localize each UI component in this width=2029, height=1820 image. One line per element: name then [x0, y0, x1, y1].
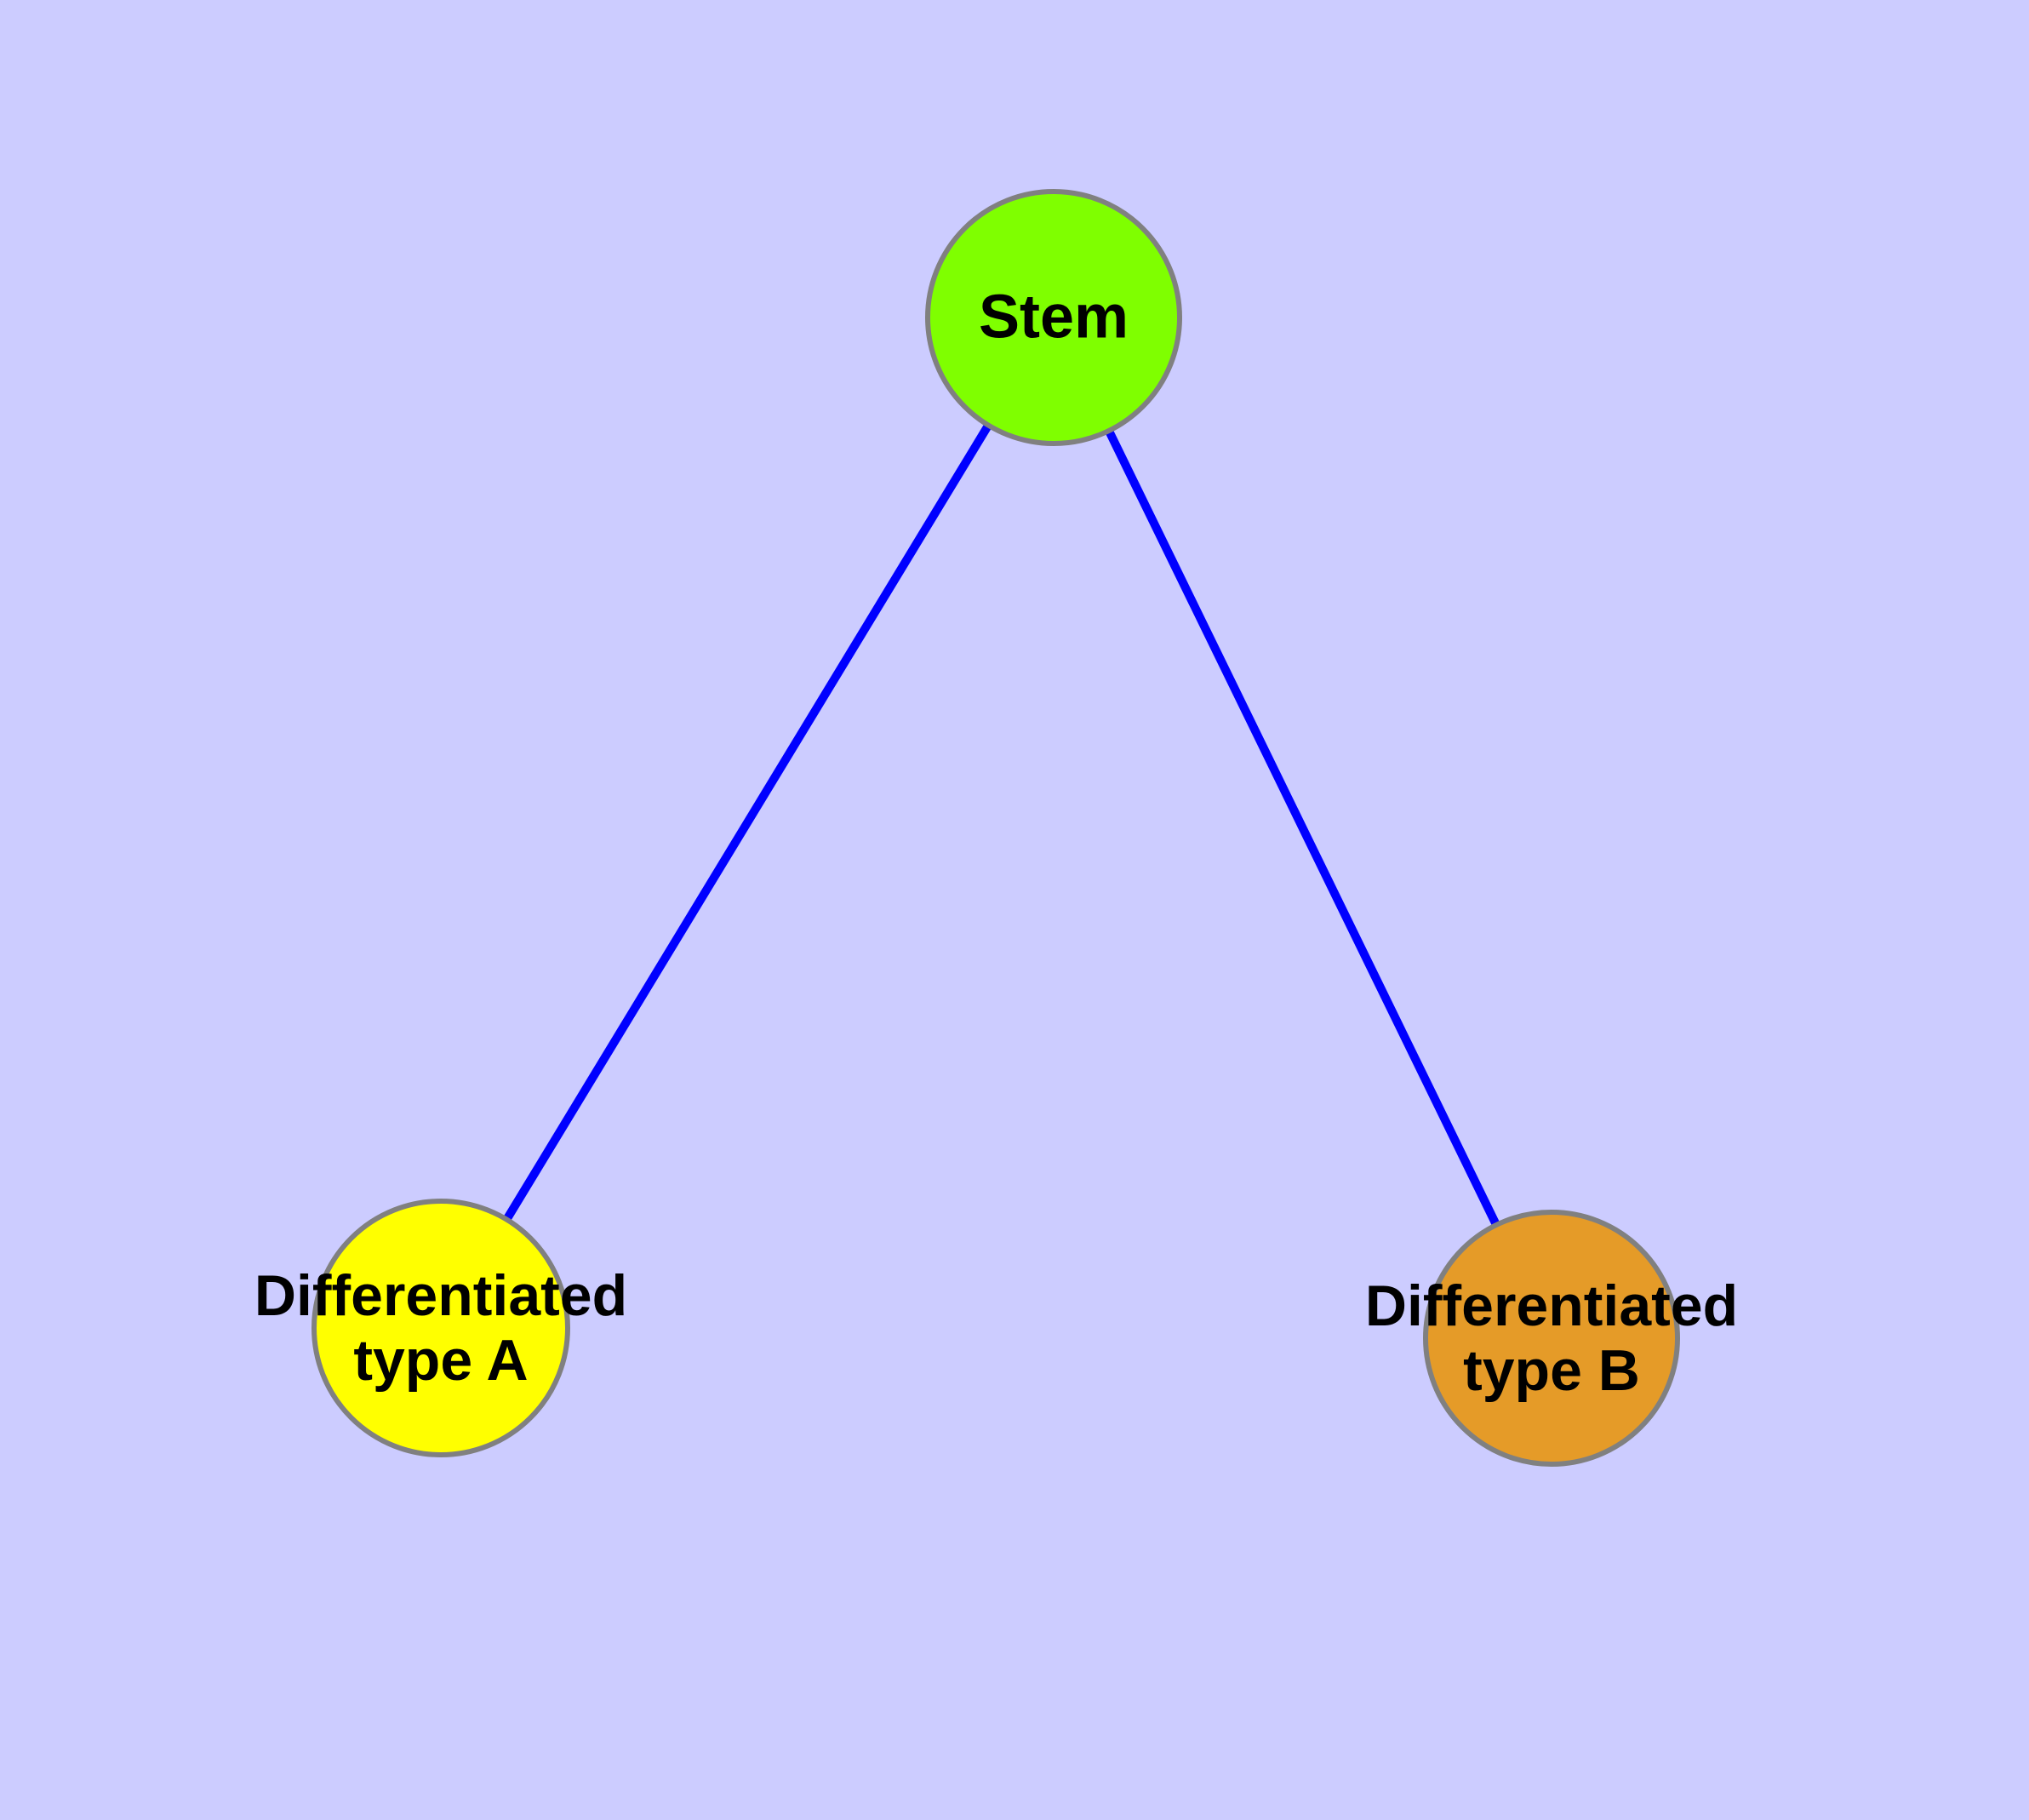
node-layer — [311, 189, 1680, 1467]
node-stem[interactable] — [925, 189, 1182, 446]
edge-stem-to-differentiated-type-b[interactable] — [1049, 315, 1556, 1341]
edge-layer — [437, 315, 1556, 1341]
node-differentiated-type-b[interactable] — [1423, 1210, 1680, 1467]
node-differentiated-type-a[interactable] — [311, 1199, 570, 1457]
edge-stem-to-differentiated-type-a[interactable] — [437, 315, 1058, 1331]
